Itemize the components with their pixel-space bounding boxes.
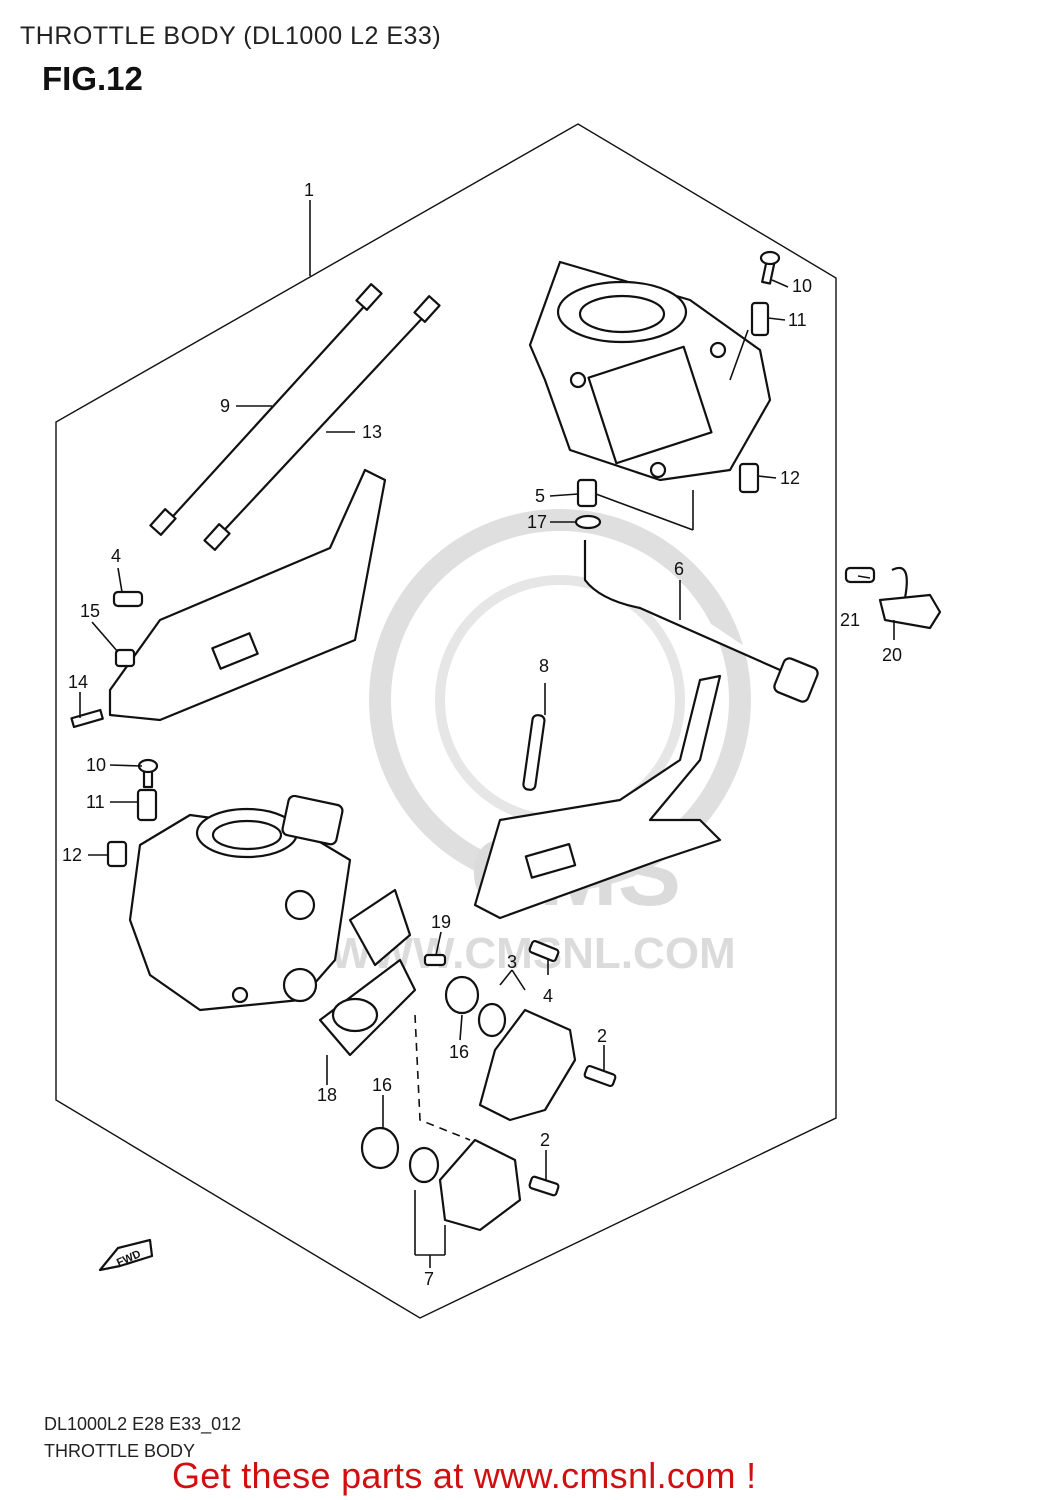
callout-labels: 1 2 2 3 4 4 5 6 7 8 9 10 10 11 11 12 12 … (62, 180, 902, 1289)
callout-14: 14 (68, 672, 88, 692)
part-20-bracket (878, 593, 942, 630)
left-bracket-slot (211, 632, 259, 670)
part-2-screw-lower (528, 1175, 560, 1197)
footer-title: THROTTLE BODY (44, 1441, 196, 1461)
callout-11: 11 (86, 792, 105, 812)
callout-10: 10 (792, 276, 812, 296)
part-16-clamp-lower (360, 1126, 400, 1170)
right-bracket-slot (524, 842, 577, 879)
callout-12: 12 (62, 845, 82, 865)
part-13-rod (203, 295, 441, 551)
part-16-clamp-upper (444, 975, 480, 1015)
callout-15: 15 (80, 601, 100, 621)
callout-10: 10 (86, 755, 106, 775)
part-18-gasket-upper (348, 888, 412, 967)
callout-17: 17 (527, 512, 547, 532)
part-21-bolt (844, 566, 876, 584)
callout-2: 2 (597, 1026, 607, 1046)
part-20-hook (891, 566, 908, 599)
callout-19: 19 (431, 912, 451, 932)
part-15-nut (114, 648, 136, 668)
part-9-rod (149, 283, 383, 536)
figure-label: FIG.12 (42, 60, 143, 97)
lower-throttle-body (128, 794, 352, 1012)
callout-7: 7 (424, 1269, 434, 1289)
part-14-stud (70, 708, 104, 729)
callout-8: 8 (539, 656, 549, 676)
part-3-oring (477, 1002, 507, 1038)
callout-12: 12 (780, 468, 800, 488)
part-4-bolt-right (528, 939, 560, 963)
callout-6: 6 (674, 559, 684, 579)
callout-4: 4 (111, 546, 121, 566)
assembly-frame (55, 123, 837, 1319)
callout-18: 18 (317, 1085, 337, 1105)
callout-11: 11 (788, 310, 807, 330)
promo-link[interactable]: Get these parts at www.cmsnl.com ! (172, 1455, 757, 1496)
left-bracket (108, 468, 387, 722)
part-7-oring (408, 1146, 440, 1184)
part-2-screw-upper (583, 1064, 617, 1088)
page-title: THROTTLE BODY (DL1000 L2 E33) (20, 22, 442, 50)
callout-21: 21 (840, 610, 860, 630)
callout-1: 1 (304, 180, 314, 200)
callout-20: 20 (882, 645, 902, 665)
upper-screw-spring-set (738, 250, 781, 494)
leader-lines (79, 200, 895, 1268)
part-4-bolt-left (112, 590, 144, 608)
part-6-knob (773, 657, 819, 703)
callout-9: 9 (220, 396, 230, 416)
part-5-spring (576, 478, 598, 508)
fwd-arrow-icon: FWD (98, 1238, 154, 1272)
callout-5: 5 (535, 486, 545, 506)
part-8-stay (522, 714, 546, 791)
part-7-sensor (438, 1138, 522, 1232)
callout-13: 13 (362, 422, 382, 442)
upper-throttle-body (528, 260, 772, 482)
diagram-code: DL1000L2 E28 E33_012 (44, 1414, 242, 1434)
callout-4: 4 (543, 986, 553, 1006)
part-17-washer (574, 514, 602, 530)
part-3-sensor (478, 1008, 577, 1122)
part-19-screw (423, 953, 447, 967)
lower-screw-spring-set (106, 758, 159, 868)
callout-16: 16 (372, 1075, 392, 1095)
callout-2: 2 (540, 1130, 550, 1150)
callout-16: 16 (449, 1042, 469, 1062)
callout-3: 3 (507, 952, 517, 972)
